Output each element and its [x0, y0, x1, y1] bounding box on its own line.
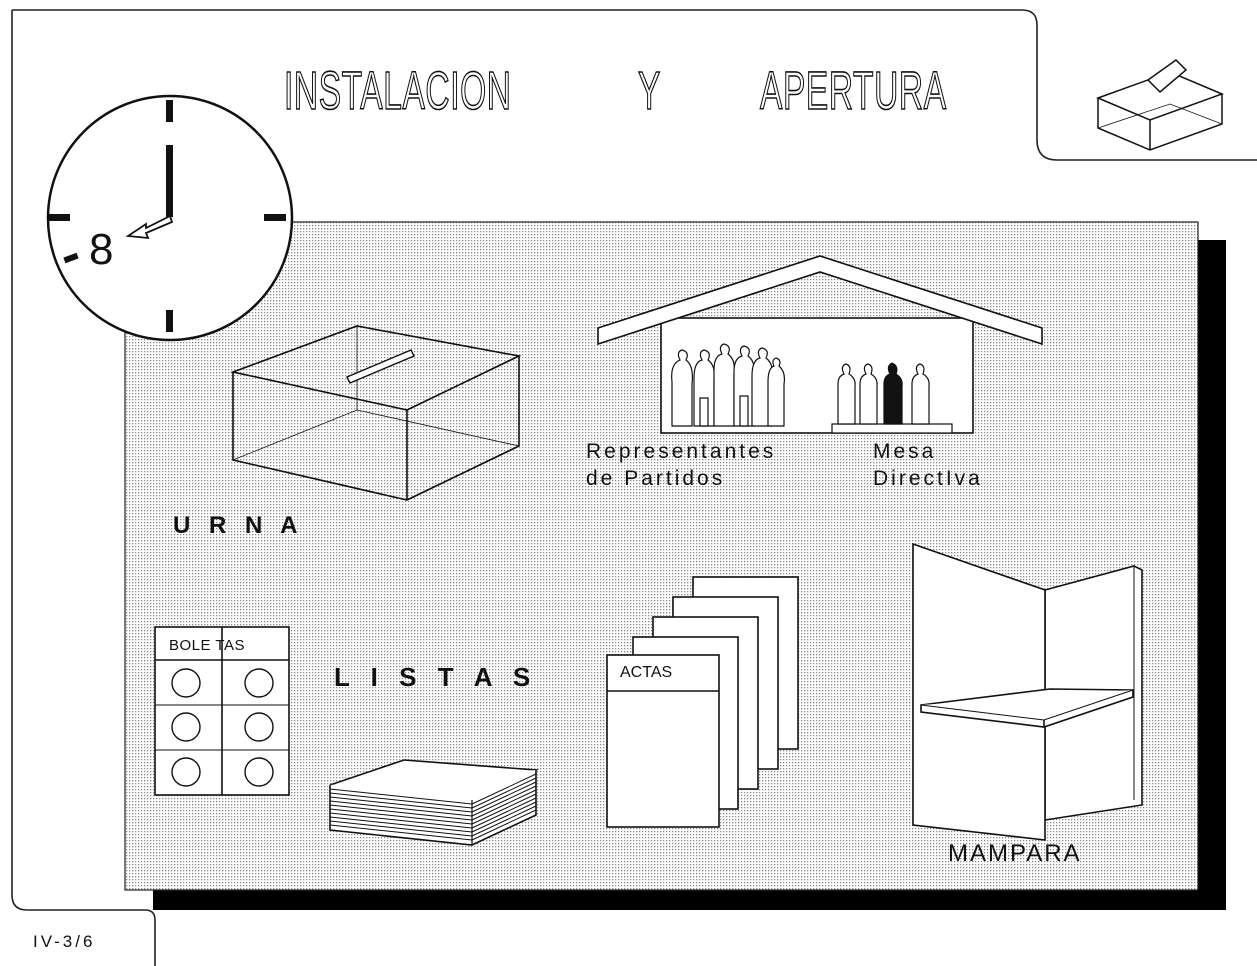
title-word-apertura: APERTURA	[760, 60, 947, 122]
clock-icon	[46, 94, 294, 342]
lists-stack-illustration	[329, 759, 540, 846]
page-frame	[12, 9, 1257, 161]
urna-box-illustration	[230, 325, 522, 501]
actas-pages-illustration	[606, 576, 799, 828]
page-reference: IV-3/6	[33, 932, 96, 951]
mesa-label-line1: Mesa	[873, 440, 937, 463]
mesa-label-line2: DirectIva	[873, 467, 983, 490]
mampara-booth-illustration	[912, 542, 1143, 841]
mampara-label: MAMPARA	[948, 840, 1082, 867]
representantes-label-line2: de Partidos	[586, 467, 726, 490]
urna-label: U R N A	[173, 512, 304, 539]
boletas-label: BOLE TAS	[169, 637, 245, 654]
ballots-sheet-illustration	[154, 626, 290, 796]
clock-hour-label: 8	[89, 225, 114, 274]
actas-label: ACTAS	[620, 664, 673, 681]
ballot-box-icon	[1095, 59, 1225, 151]
title-word-instalacion: INSTALACION	[284, 60, 512, 122]
house-illustration	[597, 255, 1043, 434]
title-word-y: Y	[638, 60, 661, 122]
representantes-label-line1: Representantes	[586, 440, 777, 463]
listas-label: L I S T A S	[334, 662, 538, 692]
